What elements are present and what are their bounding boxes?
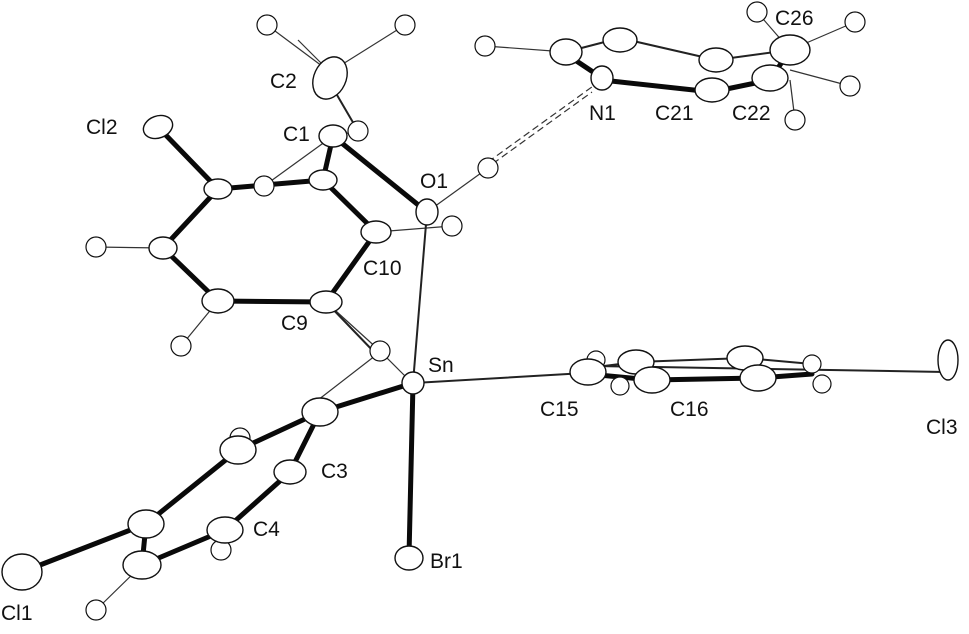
hydrogen-bond [483,83,597,171]
label-cl3: Cl3 [926,416,958,439]
label-c16: C16 [670,398,709,421]
chlorophenyl-ring-lower [19,409,323,575]
label-br1: Br1 [430,550,463,573]
label-n1: N1 [589,102,616,125]
label-c26: C26 [775,7,814,30]
label-c10: C10 [363,257,402,280]
label-c9: C9 [281,312,308,335]
label-cl1: Cl1 [1,602,33,625]
atom-labels: Cl2 C2 C1 O1 N1 C21 C22 C26 C10 C9 Sn C1… [1,7,958,625]
label-sn: Sn [428,354,454,377]
label-c4: C4 [253,518,280,541]
label-o1: O1 [420,170,448,193]
label-c15: C15 [540,398,579,421]
label-c22: C22 [732,102,771,125]
label-cl2: Cl2 [86,116,118,139]
label-c1: C1 [283,123,310,146]
label-c21: C21 [655,102,694,125]
label-c3: C3 [321,460,348,483]
hydrogen-atoms [85,1,866,621]
label-c2: C2 [270,70,297,93]
heavy-atoms [1,27,959,591]
